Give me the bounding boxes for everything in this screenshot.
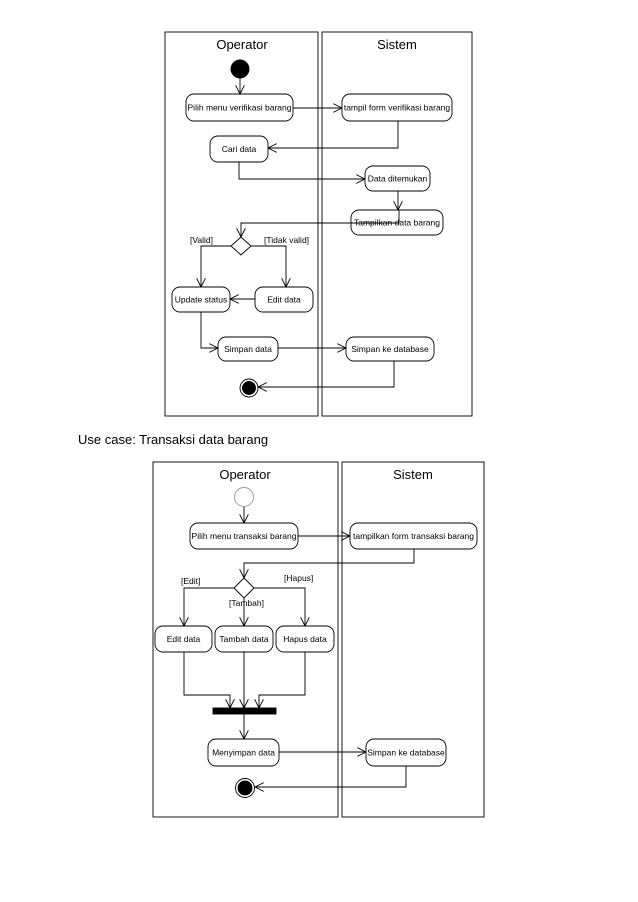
final-node-1 (239, 378, 259, 398)
initial-node-1 (230, 59, 250, 79)
action-tambah-data: Tambah data (214, 625, 274, 653)
svg-text:Pilih menu transaksi barang: Pilih menu transaksi barang (192, 531, 297, 541)
lane-title-operator-1: Operator (216, 37, 268, 52)
action-simpan-ke-database-1: Simpan ke database (345, 336, 435, 362)
lane-title-sistem-1: Sistem (377, 37, 417, 52)
flows-diagram-2 (184, 507, 415, 787)
guard-tidak-valid: [Tidak valid] (264, 235, 309, 245)
action-edit-data-2: Edit data (154, 625, 213, 653)
svg-text:Edit data: Edit data (167, 634, 201, 644)
guard-tambah: [Tambah] (229, 598, 264, 608)
svg-text:tampil form verifikasi barang: tampil form verifikasi barang (344, 103, 451, 113)
decision-node-2 (233, 577, 255, 599)
guard-valid: [Valid] (190, 235, 213, 245)
action-menyimpan-data: Menyimpan data (207, 738, 280, 767)
action-tampil-form-verifikasi: tampil form verifikasi barang (341, 93, 453, 122)
svg-text:Cari data: Cari data (222, 144, 257, 154)
svg-text:Data ditemukan: Data ditemukan (368, 174, 428, 184)
action-edit-data-1: Edit data (254, 286, 314, 313)
lane-sistem-1 (321, 31, 473, 417)
action-update-status: Update status (171, 286, 231, 313)
action-tampilkan-form-transaksi: tampilkan form transaksi barang (349, 522, 478, 550)
svg-text:Update status: Update status (175, 295, 227, 305)
guard-hapus: [Hapus] (284, 573, 313, 583)
lane-title-sistem-2: Sistem (393, 467, 433, 482)
lane-sistem-2 (341, 461, 485, 818)
use-case-caption: Use case: Transaksi data barang (78, 432, 269, 447)
svg-text:Hapus data: Hapus data (283, 634, 327, 644)
svg-text:Simpan ke database: Simpan ke database (351, 344, 429, 354)
initial-node-2 (234, 487, 254, 507)
final-node-2 (235, 778, 255, 798)
lane-title-operator-2: Operator (219, 467, 271, 482)
action-data-ditemukan: Data ditemukan (364, 165, 431, 192)
svg-text:Tambah data: Tambah data (219, 634, 268, 644)
action-cari-data: Cari data (209, 135, 269, 163)
action-pilih-menu-verifikasi: Pilih menu verifikasi barang (185, 93, 294, 122)
svg-text:Edit data: Edit data (267, 295, 301, 305)
decision-node-1 (230, 236, 252, 256)
action-simpan-ke-database-2: Simpan ke database (365, 738, 447, 767)
svg-text:Simpan data: Simpan data (224, 344, 272, 354)
join-bar (212, 707, 277, 715)
lane-operator-1 (164, 31, 319, 417)
svg-text:Menyimpan data: Menyimpan data (212, 748, 275, 758)
diagram-transaksi: Operator Sistem Pilih menu transaksi bar… (152, 461, 485, 818)
action-hapus-data: Hapus data (275, 625, 335, 653)
svg-text:Tampilkan data barang: Tampilkan data barang (354, 218, 440, 228)
diagram-verifikasi: Operator Sistem Pilih menu verifikasi ba… (164, 31, 473, 417)
guard-edit: [Edit] (181, 576, 200, 586)
action-simpan-data: Simpan data (217, 336, 279, 362)
lane-operator-2 (152, 461, 339, 818)
svg-text:tampilkan form transaksi baran: tampilkan form transaksi barang (353, 531, 474, 541)
flows-diagram-1 (201, 78, 399, 387)
action-pilih-menu-transaksi: Pilih menu transaksi barang (189, 522, 299, 550)
action-tampilkan-data-barang: Tampilkan data barang (350, 209, 444, 236)
svg-text:Simpan ke database: Simpan ke database (367, 748, 445, 758)
svg-text:Pilih menu verifikasi barang: Pilih menu verifikasi barang (188, 103, 292, 113)
